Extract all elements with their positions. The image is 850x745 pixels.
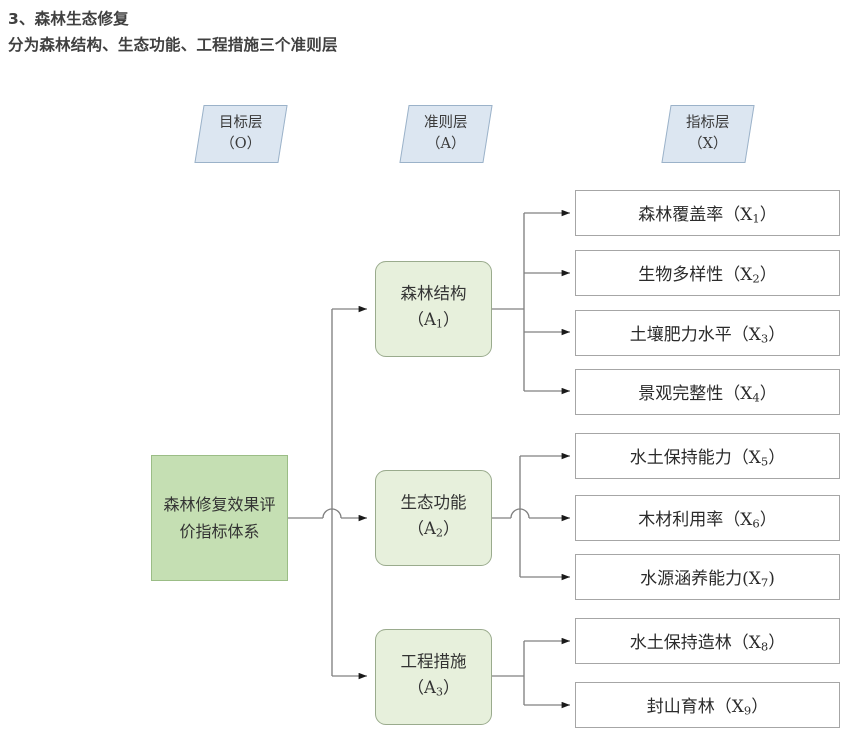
layer-banner-criterion-title: 准则层 — [424, 115, 468, 131]
criterion-node-a3[interactable]: 工程措施 （A3） — [375, 629, 492, 725]
goal-node[interactable]: 森林修复效果评价指标体系 — [151, 455, 288, 581]
layer-banner-criterion: 准则层 （A） — [399, 105, 493, 163]
layer-banner-goal: 目标层 （O） — [194, 105, 288, 163]
heading-title: 3、森林生态修复 — [8, 10, 129, 28]
criterion-node-a1-code: （A1） — [407, 309, 460, 331]
indicator-box-x8[interactable]: 水土保持造林（X8） — [575, 618, 840, 664]
criterion-node-a1[interactable]: 森林结构 （A1） — [375, 261, 492, 357]
indicator-box-x5[interactable]: 水土保持能力（X5） — [575, 433, 840, 479]
indicator-box-x2[interactable]: 生物多样性（X2） — [575, 250, 840, 296]
indicator-box-x1[interactable]: 森林覆盖率（X1） — [575, 190, 840, 236]
criterion-node-a1-text: 森林结构 （A1） — [401, 281, 467, 337]
heading-subtitle: 分为森林结构、生态功能、工程措施三个准则层 — [8, 36, 338, 54]
goal-node-label: 森林修复效果评价指标体系 — [163, 495, 276, 541]
layer-banner-goal-code: （O） — [220, 136, 262, 152]
indicator-box-x9[interactable]: 封山育林（X9） — [575, 682, 840, 728]
layer-banner-criterion-code: （A） — [426, 136, 466, 152]
indicator-box-x7[interactable]: 水源涵养能力(X7) — [575, 554, 840, 600]
heading-block: 3、森林生态修复 分为森林结构、生态功能、工程措施三个准则层 — [8, 6, 828, 58]
indicator-box-x9-label: 封山育林（X9） — [646, 697, 769, 718]
indicator-box-x5-label: 水土保持能力（X5） — [629, 448, 786, 469]
criterion-node-a3-code: （A3） — [407, 677, 460, 699]
layer-banner-indicator-text: 指标层 （X） — [686, 113, 730, 155]
criterion-node-a1-title: 森林结构 — [400, 283, 467, 303]
layer-banner-indicator-code: （X） — [688, 136, 728, 152]
indicator-box-x4[interactable]: 景观完整性（X4） — [575, 369, 840, 415]
criterion-node-a2[interactable]: 生态功能 （A2） — [375, 470, 492, 566]
layer-banner-goal-title: 目标层 — [219, 115, 263, 131]
indicator-box-x4-label: 景观完整性（X4） — [638, 384, 777, 405]
criterion-node-a3-text: 工程措施 （A3） — [401, 649, 467, 705]
indicator-box-x8-label: 水土保持造林（X8） — [629, 633, 786, 654]
indicator-box-x2-label: 生物多样性（X2） — [638, 265, 777, 286]
indicator-box-x6-label: 木材利用率（X6） — [638, 510, 777, 531]
indicator-box-x3[interactable]: 土壤肥力水平（X3） — [575, 310, 840, 356]
layer-banner-indicator: 指标层 （X） — [661, 105, 755, 163]
indicator-box-x6[interactable]: 木材利用率（X6） — [575, 495, 840, 541]
criterion-node-a3-title: 工程措施 — [400, 651, 467, 671]
criterion-node-a2-title: 生态功能 — [400, 492, 467, 512]
indicator-box-x7-label: 水源涵养能力(X7) — [640, 569, 775, 590]
layer-banner-goal-text: 目标层 （O） — [219, 113, 263, 155]
criterion-node-a2-text: 生态功能 （A2） — [401, 490, 467, 546]
criterion-node-a2-code: （A2） — [407, 518, 460, 540]
layer-banner-criterion-text: 准则层 （A） — [424, 113, 468, 155]
layer-banner-indicator-title: 指标层 — [686, 115, 730, 131]
indicator-box-x1-label: 森林覆盖率（X1） — [638, 205, 777, 226]
indicator-box-x3-label: 土壤肥力水平（X3） — [629, 325, 786, 346]
